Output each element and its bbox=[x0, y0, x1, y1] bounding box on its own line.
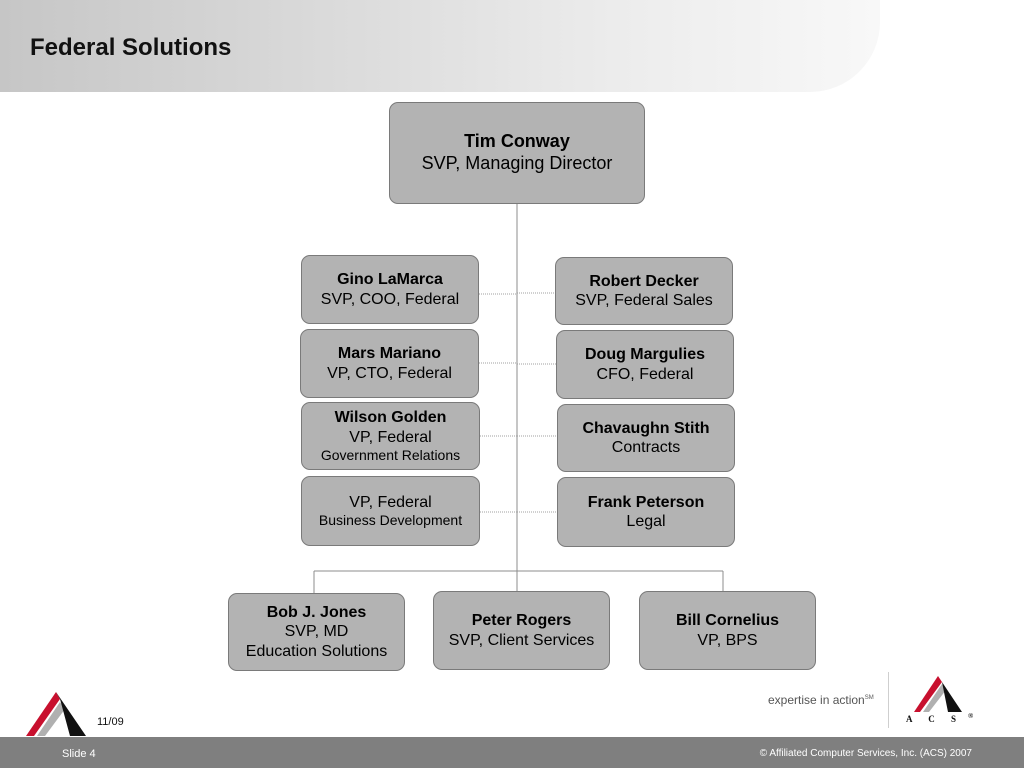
org-box-mars-mariano: Mars Mariano VP, CTO, Federal bbox=[300, 329, 479, 398]
person-title: SVP, COO, Federal bbox=[320, 290, 460, 308]
org-box-frank-peterson: Frank Peterson Legal bbox=[557, 477, 735, 547]
person-name: Gino LaMarca bbox=[337, 271, 443, 289]
person-name: Chavaughn Stith bbox=[582, 419, 710, 437]
copyright: © Affiliated Computer Services, Inc. (AC… bbox=[759, 748, 972, 759]
slide-title: Federal Solutions bbox=[30, 34, 232, 61]
header-band bbox=[0, 0, 880, 92]
org-box-gino-lamarca: Gino LaMarca SVP, COO, Federal bbox=[301, 255, 479, 324]
person-name: Wilson Golden bbox=[334, 409, 447, 427]
org-box-chavaughn-stith: Chavaughn Stith Contracts bbox=[557, 404, 735, 472]
footer-bar bbox=[0, 737, 1024, 768]
org-box-wilson-golden: Wilson Golden VP, Federal Government Rel… bbox=[301, 402, 480, 470]
person-name: Bob J. Jones bbox=[266, 604, 367, 622]
acs-logo-reg: ® bbox=[968, 712, 974, 720]
person-name: Bill Cornelius bbox=[675, 612, 780, 630]
person-name: Frank Peterson bbox=[587, 493, 705, 511]
slide-date: 11/09 bbox=[97, 716, 124, 728]
org-box-bill-cornelius: Bill Cornelius VP, BPS bbox=[639, 591, 816, 670]
person-name: Peter Rogers bbox=[471, 612, 572, 630]
org-box-robert-decker: Robert Decker SVP, Federal Sales bbox=[555, 257, 733, 325]
person-name: Doug Margulies bbox=[584, 346, 705, 364]
tagline-mark: SM bbox=[864, 695, 874, 701]
org-box-peter-rogers: Peter Rogers SVP, Client Services bbox=[433, 591, 610, 670]
acs-logo-mark-icon bbox=[26, 692, 86, 736]
acs-logo-right: A C S ® bbox=[898, 672, 978, 726]
footer-divider bbox=[888, 672, 889, 728]
person-title: Legal bbox=[626, 513, 666, 530]
person-title-line-2: Education Solutions bbox=[245, 642, 388, 660]
person-title-line-2: Government Relations bbox=[320, 446, 461, 463]
person-title: SVP, MD bbox=[284, 623, 349, 641]
person-title: VP, BPS bbox=[697, 631, 758, 649]
person-title: SVP, Federal Sales bbox=[575, 292, 713, 309]
org-box-tim-conway: Tim Conway SVP, Managing Director bbox=[389, 102, 645, 204]
person-title: VP, Federal bbox=[349, 494, 432, 511]
person-name: Tim Conway bbox=[464, 131, 570, 152]
person-name: Robert Decker bbox=[589, 272, 699, 290]
person-title: SVP, Managing Director bbox=[421, 153, 613, 173]
slide-number: Slide 4 bbox=[62, 748, 96, 760]
person-title: CFO, Federal bbox=[596, 365, 694, 383]
org-box-doug-margulies: Doug Margulies CFO, Federal bbox=[556, 330, 734, 399]
org-box-vp-business-development: VP, Federal Business Development bbox=[301, 476, 480, 546]
person-title: VP, CTO, Federal bbox=[327, 364, 452, 382]
acs-logo-mark-icon bbox=[914, 676, 962, 712]
person-title: Contracts bbox=[611, 439, 681, 456]
person-title-line-2: Business Development bbox=[318, 512, 463, 529]
tagline-text: expertise in action bbox=[768, 693, 865, 707]
person-name: Mars Mariano bbox=[337, 345, 442, 363]
org-box-bob-jones: Bob J. Jones SVP, MD Education Solutions bbox=[228, 593, 405, 671]
person-title: VP, Federal bbox=[349, 428, 432, 446]
tagline: expertise in actionSM bbox=[768, 693, 874, 707]
acs-logo-text: A C S bbox=[906, 714, 957, 724]
person-title: SVP, Client Services bbox=[448, 631, 595, 649]
